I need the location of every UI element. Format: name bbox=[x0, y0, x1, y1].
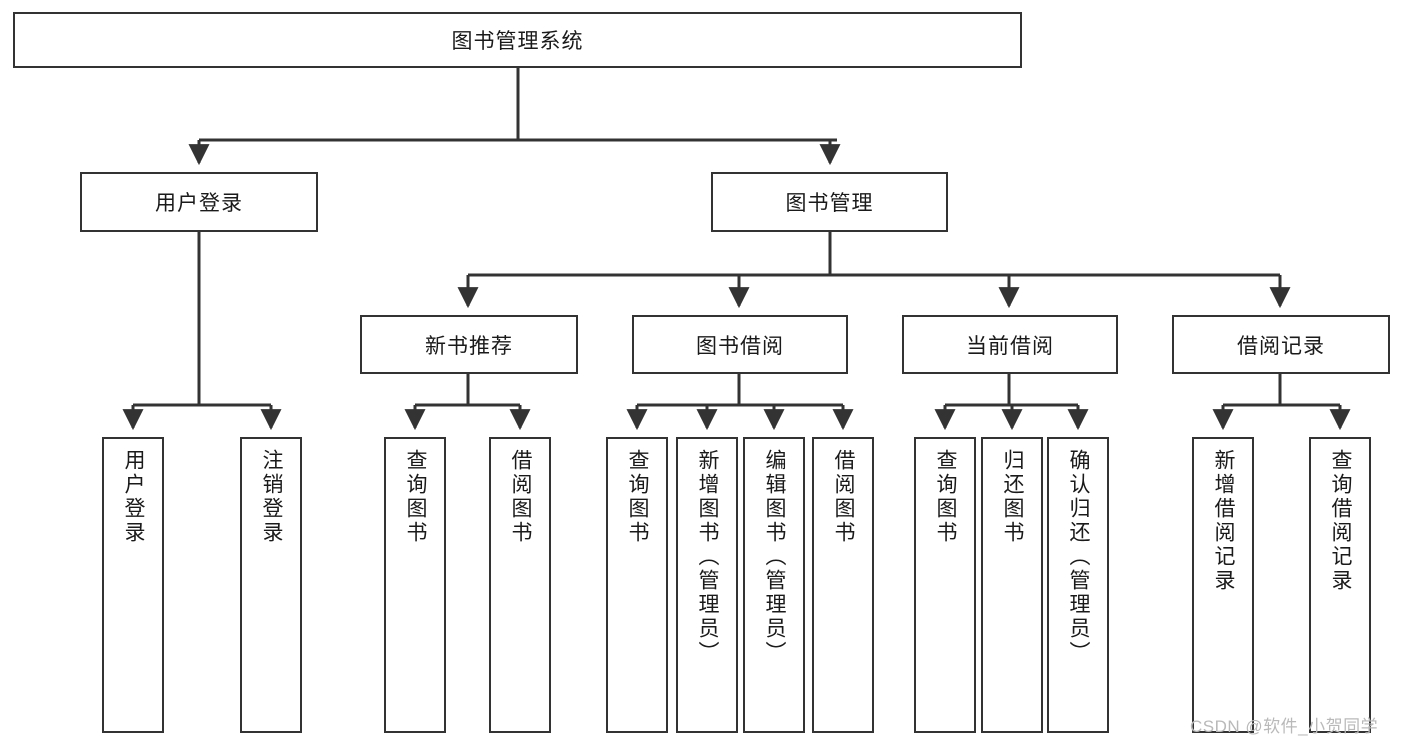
node-label: 图书借阅 bbox=[696, 334, 784, 358]
node-book-borrow[interactable]: 图书借阅 bbox=[632, 315, 848, 374]
node-label: 用户登录 bbox=[122, 449, 146, 545]
leaf-edit-book-admin[interactable]: 编辑图书（管理员） bbox=[743, 437, 805, 733]
node-root[interactable]: 图书管理系统 bbox=[13, 12, 1022, 68]
node-label: 查询图书 bbox=[404, 449, 428, 545]
node-user-login[interactable]: 用户登录 bbox=[80, 172, 318, 232]
leaf-logout[interactable]: 注销登录 bbox=[240, 437, 302, 733]
node-label: 借阅图书 bbox=[832, 449, 856, 545]
node-label: 查询图书 bbox=[934, 449, 958, 545]
node-label: 注销登录 bbox=[260, 449, 284, 545]
watermark: CSDN @软件_小贺同学 bbox=[1190, 717, 1379, 736]
node-label: 编辑图书（管理员） bbox=[763, 449, 787, 665]
leaf-return-book[interactable]: 归还图书 bbox=[981, 437, 1043, 733]
leaf-query-book-borrow[interactable]: 查询图书 bbox=[606, 437, 668, 733]
node-borrow-records[interactable]: 借阅记录 bbox=[1172, 315, 1390, 374]
leaf-query-borrow-record[interactable]: 查询借阅记录 bbox=[1309, 437, 1371, 733]
leaf-add-borrow-record[interactable]: 新增借阅记录 bbox=[1192, 437, 1254, 733]
leaf-user-login[interactable]: 用户登录 bbox=[102, 437, 164, 733]
leaf-add-book-admin[interactable]: 新增图书（管理员） bbox=[676, 437, 738, 733]
node-label: 图书管理系统 bbox=[451, 30, 584, 53]
node-label: 借阅记录 bbox=[1237, 334, 1325, 358]
leaf-borrow-book-recommend[interactable]: 借阅图书 bbox=[489, 437, 551, 733]
node-label: 查询图书 bbox=[626, 449, 650, 545]
node-label: 归还图书 bbox=[1001, 449, 1025, 545]
node-label: 新书推荐 bbox=[425, 334, 513, 358]
node-book-management[interactable]: 图书管理 bbox=[711, 172, 948, 232]
leaf-confirm-return-admin[interactable]: 确认归还（管理员） bbox=[1047, 437, 1109, 733]
node-label: 新增借阅记录 bbox=[1212, 449, 1236, 593]
leaf-borrow-book[interactable]: 借阅图书 bbox=[812, 437, 874, 733]
node-label: 查询借阅记录 bbox=[1329, 449, 1353, 593]
node-label: 确认归还（管理员） bbox=[1067, 449, 1091, 665]
node-label: 图书管理 bbox=[785, 192, 874, 215]
leaf-query-book-current[interactable]: 查询图书 bbox=[914, 437, 976, 733]
node-label: 当前借阅 bbox=[966, 334, 1054, 358]
node-new-book-recommend[interactable]: 新书推荐 bbox=[360, 315, 578, 374]
node-label: 用户登录 bbox=[155, 192, 243, 215]
leaf-query-book-recommend[interactable]: 查询图书 bbox=[384, 437, 446, 733]
node-label: 借阅图书 bbox=[509, 449, 533, 545]
node-label: 新增图书（管理员） bbox=[696, 449, 720, 665]
node-current-borrow[interactable]: 当前借阅 bbox=[902, 315, 1118, 374]
